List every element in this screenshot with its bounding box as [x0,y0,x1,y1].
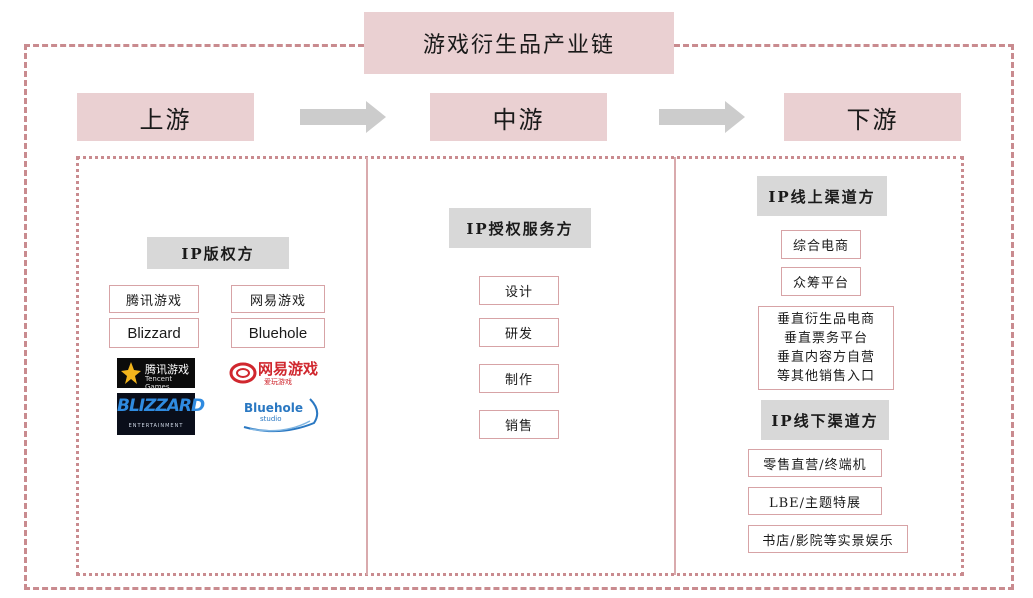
service-production: 制作 [479,364,559,393]
vertical-channel-line: 垂直衍生品电商 [776,312,875,327]
netease-games-logo: 网易游戏 爱玩游戏 [228,356,324,390]
company-blizzard: Blizzard [109,318,199,348]
vertical-channel-line: 垂直票务平台 [783,331,868,346]
vertical-channel-line: 垂直内容方自营 [776,350,875,365]
offline-item: LBE/主题特展 [748,487,882,515]
stage-downstream: 下游 [784,93,961,141]
service-sales: 销售 [479,410,559,439]
ip-owner-header: IP版权方 [147,237,289,269]
tencent-star-icon [121,362,141,384]
company-tencent: 腾讯游戏 [109,285,199,313]
vertical-channel-line: 等其他销售入口 [776,369,875,384]
company-bluehole: Bluehole [231,318,325,348]
service-rnd: 研发 [479,318,559,347]
offline-channel-header: IP线下渠道方 [761,400,889,440]
ip-licensing-header: IP授权服务方 [449,208,591,248]
content-frame [76,156,964,576]
online-item: 众筹平台 [781,267,861,296]
column-divider [366,157,368,575]
arrow-right-icon [659,101,745,133]
offline-item: 零售直营/终端机 [748,449,882,477]
bluehole-logo: Bluehole studio [240,393,322,433]
bluehole-swoosh-icon [243,398,319,433]
arrow-right-icon [300,101,386,133]
service-design: 设计 [479,276,559,305]
stage-upstream: 上游 [77,93,254,141]
tencent-games-logo: 腾讯游戏 Tencent Games [117,358,195,391]
netease-swirl-icon [229,362,257,384]
online-channel-header: IP线上渠道方 [757,176,887,216]
stage-midstream: 中游 [430,93,607,141]
online-item: 综合电商 [781,230,861,259]
blizzard-logo: BLIZZARD ENTERTAINMENT [117,393,205,435]
diagram-title: 游戏衍生品产业链 [364,12,674,74]
column-divider [674,157,676,575]
offline-item: 书店/影院等实景娱乐 [748,525,908,553]
vertical-channels-box: 垂直衍生品电商 垂直票务平台 垂直内容方自营 等其他销售入口 [758,306,894,390]
company-netease: 网易游戏 [231,285,325,313]
